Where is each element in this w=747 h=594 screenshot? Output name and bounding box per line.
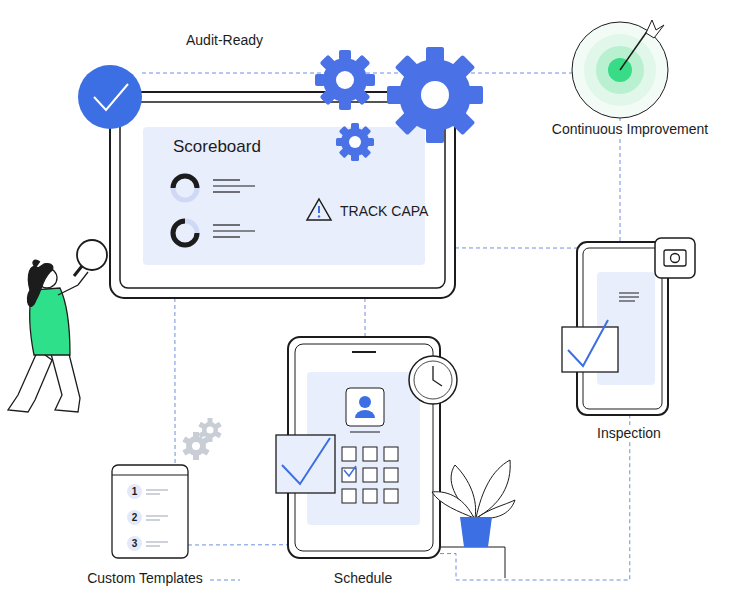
audit-check: [78, 65, 142, 129]
schedule-phone: [276, 337, 457, 558]
capa-label: TRACK CAPA: [340, 203, 428, 219]
node-label: Continuous Improvement: [549, 121, 711, 137]
dashed-connector: [188, 544, 288, 545]
calendar-cell: [342, 489, 356, 503]
dashed-connector: [455, 247, 577, 248]
node-label: Schedule: [331, 570, 395, 586]
scoreboard-title: Scoreboard: [173, 137, 261, 157]
callout-number: 2: [127, 510, 142, 525]
target: [572, 20, 668, 118]
dashed-guides: [210, 580, 240, 581]
diagram-node: Inspection: [577, 242, 668, 415]
calendar-cell: [342, 447, 356, 461]
dashed-connector: [364, 298, 365, 337]
template-card: [112, 465, 188, 558]
diagram-node: Audit-Ready: [78, 65, 142, 129]
node-label: Custom Templates: [84, 570, 206, 586]
grey-gears: [182, 418, 221, 460]
calendar-cell: [363, 489, 377, 503]
node-label: Inspection: [594, 425, 664, 441]
tablet: [110, 92, 455, 298]
callout-number: 1: [127, 484, 142, 499]
diagram-node: ScoreboardTRACK CAPA: [110, 92, 455, 298]
dashed-connector: [174, 298, 175, 465]
diagram-node: Continuous Improvement: [572, 22, 668, 118]
woman-figure: [8, 240, 107, 412]
gears: [315, 47, 483, 161]
diagram-node: 123Custom Templates: [112, 465, 188, 558]
diagram-node: Schedule: [288, 337, 440, 558]
calendar-cell: [384, 447, 398, 461]
node-label: Audit-Ready: [183, 32, 266, 48]
calendar-cell: [363, 447, 377, 461]
calendar-cell: [384, 468, 398, 482]
calendar-cell: [363, 468, 377, 482]
plant: [432, 460, 515, 578]
callout-number: 3: [127, 536, 142, 551]
calendar-cell: [384, 489, 398, 503]
inspection-phone: [562, 238, 695, 415]
